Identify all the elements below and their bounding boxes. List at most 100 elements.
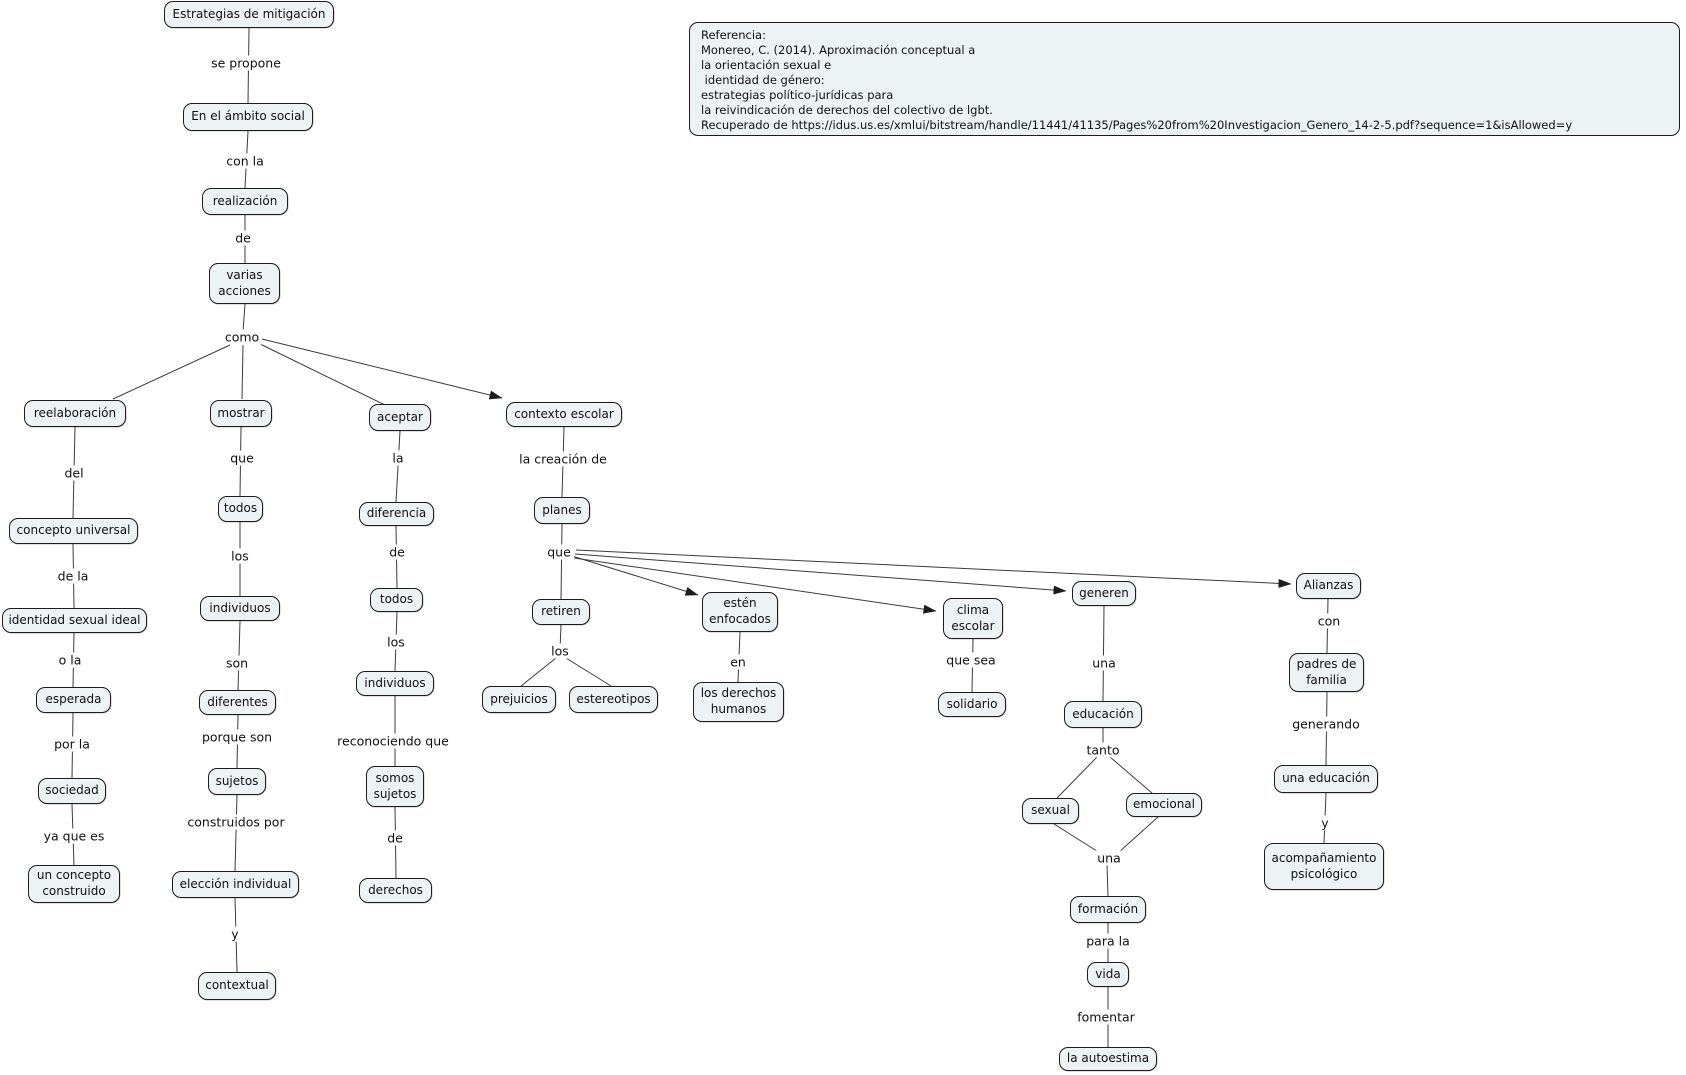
link-label-de-la[interactable]: de la — [54, 568, 92, 584]
node-somos-sujetos[interactable]: somos sujetos — [366, 766, 424, 807]
node-alianzas[interactable]: Alianzas — [1296, 573, 1361, 599]
link-label-porque-son[interactable]: porque son — [198, 729, 276, 745]
node-sexual[interactable]: sexual — [1022, 798, 1079, 824]
link-label-que-2[interactable]: que — [544, 544, 574, 560]
connector-line — [261, 338, 503, 400]
node-en-el-ambito-social[interactable]: En el ámbito social — [183, 103, 313, 131]
node-eleccion-individual[interactable]: elección individual — [172, 871, 299, 898]
link-label-en[interactable]: en — [727, 654, 749, 670]
reference-line: Recuperado de https://idus.us.es/xmlui/b… — [701, 118, 1573, 132]
link-label-que-1[interactable]: que — [227, 450, 257, 466]
node-todos-2[interactable]: todos — [370, 588, 423, 612]
link-label-o-la[interactable]: o la — [55, 652, 85, 668]
node-diferentes[interactable]: diferentes — [199, 690, 276, 715]
link-label-con-la[interactable]: con la — [223, 153, 267, 169]
node-clima-escolar[interactable]: clima escolar — [943, 598, 1003, 639]
link-label-ya-que-es[interactable]: ya que es — [40, 828, 108, 844]
node-estrategias-de-mitigacion[interactable]: Estrategias de mitigación — [164, 1, 334, 28]
link-label-de-1[interactable]: de — [232, 230, 254, 246]
reference-line: la reivindicación de derechos del colect… — [701, 103, 993, 117]
connector-line — [520, 657, 557, 687]
node-solidario[interactable]: solidario — [938, 692, 1006, 717]
node-varias-acciones[interactable]: varias acciones — [209, 263, 280, 304]
connector-line — [573, 557, 937, 614]
connector-line — [1056, 756, 1098, 799]
connector-line — [242, 303, 246, 333]
link-label-del[interactable]: del — [61, 465, 87, 481]
connector-line — [560, 523, 563, 600]
node-reelaboracion[interactable]: reelaboración — [24, 400, 126, 427]
node-contexto-escolar[interactable]: contexto escolar — [506, 402, 622, 427]
link-label-son[interactable]: son — [222, 655, 252, 671]
node-concepto-universal[interactable]: concepto universal — [9, 518, 138, 544]
link-label-por-la[interactable]: por la — [51, 736, 93, 752]
link-label-y-2[interactable]: y — [1318, 815, 1332, 831]
connector-line — [234, 794, 238, 872]
node-esten-enfocados[interactable]: estén enfocados — [702, 592, 778, 632]
link-label-la-creacion-de[interactable]: la creación de — [516, 451, 610, 467]
node-contextual[interactable]: contextual — [198, 972, 276, 1000]
node-realizacion[interactable]: realización — [202, 188, 288, 215]
link-label-y-1[interactable]: y — [228, 926, 242, 942]
link-label-con[interactable]: con — [1314, 613, 1344, 629]
link-label-reconociendo-que[interactable]: reconociendo que — [334, 733, 452, 749]
node-derechos[interactable]: derechos — [359, 878, 432, 903]
node-vida[interactable]: vida — [1087, 962, 1129, 987]
link-label-de-3[interactable]: de — [384, 830, 406, 846]
node-una-educacion[interactable]: una educación — [1274, 765, 1378, 793]
node-diferencia[interactable]: diferencia — [359, 502, 434, 526]
connector-line — [571, 555, 699, 596]
connector-line — [1117, 816, 1159, 854]
node-individuos-1[interactable]: individuos — [200, 596, 280, 621]
link-label-los-3[interactable]: los — [548, 643, 572, 659]
node-formacion[interactable]: formación — [1070, 896, 1146, 923]
reference-box: Referencia:Monereo, C. (2014). Aproximac… — [689, 22, 1680, 136]
node-aceptar[interactable]: aceptar — [369, 404, 431, 431]
node-los-derechos-humanos[interactable]: los derechos humanos — [693, 682, 784, 722]
link-label-los-2[interactable]: los — [384, 634, 408, 650]
link-label-los-1[interactable]: los — [228, 548, 252, 564]
connector-line — [241, 344, 244, 400]
link-label-la[interactable]: la — [389, 450, 407, 466]
node-sociedad[interactable]: sociedad — [38, 778, 106, 804]
link-label-para-la[interactable]: para la — [1083, 933, 1133, 949]
reference-line: la orientación sexual e — [701, 58, 832, 72]
link-label-construidos-por[interactable]: construidos por — [184, 814, 288, 830]
link-label-que-sea[interactable]: que sea — [943, 652, 999, 668]
link-label-se-propone[interactable]: se propone — [208, 55, 284, 71]
node-la-autoestima[interactable]: la autoestima — [1059, 1047, 1157, 1071]
link-label-una-1[interactable]: una — [1089, 655, 1119, 671]
reference-line: Monereo, C. (2014). Aproximación concept… — [701, 43, 976, 57]
node-prejuicios[interactable]: prejuicios — [482, 686, 556, 713]
node-emocional[interactable]: emocional — [1126, 793, 1202, 817]
node-acompanamiento-psicologico[interactable]: acompañamiento psicológico — [1264, 843, 1384, 890]
node-sujetos[interactable]: sujetos — [208, 768, 266, 795]
link-label-tanto[interactable]: tanto — [1083, 742, 1123, 758]
connector-line — [1053, 823, 1101, 854]
connector-line — [257, 342, 386, 406]
node-mostrar[interactable]: mostrar — [210, 400, 272, 427]
node-padres-de-familia[interactable]: padres de familia — [1289, 653, 1364, 692]
node-generen[interactable]: generen — [1072, 581, 1136, 606]
link-label-como[interactable]: como — [221, 329, 263, 345]
node-esperada[interactable]: esperada — [36, 687, 111, 713]
node-retiren[interactable]: retiren — [532, 599, 590, 625]
connector-line — [1109, 756, 1153, 794]
node-identidad-sexual-ideal[interactable]: identidad sexual ideal — [2, 608, 147, 633]
connector-line — [575, 549, 1292, 588]
node-individuos-2[interactable]: individuos — [356, 671, 434, 696]
node-estereotipos[interactable]: estereotipos — [569, 686, 658, 713]
node-educacion[interactable]: educación — [1064, 701, 1142, 728]
node-un-concepto-construido[interactable]: un concepto construido — [28, 865, 120, 903]
connector-line — [395, 430, 401, 503]
reference-line: estrategias político-jurídicas para — [701, 88, 894, 102]
link-label-fomentar[interactable]: fomentar — [1074, 1009, 1138, 1025]
connector-line — [1106, 863, 1109, 897]
link-label-generando[interactable]: generando — [1289, 716, 1363, 732]
node-todos-1[interactable]: todos — [218, 496, 263, 522]
link-label-una-2[interactable]: una — [1094, 850, 1124, 866]
node-planes[interactable]: planes — [534, 497, 590, 524]
link-label-de-2[interactable]: de — [386, 544, 408, 560]
connector-line — [565, 657, 612, 687]
